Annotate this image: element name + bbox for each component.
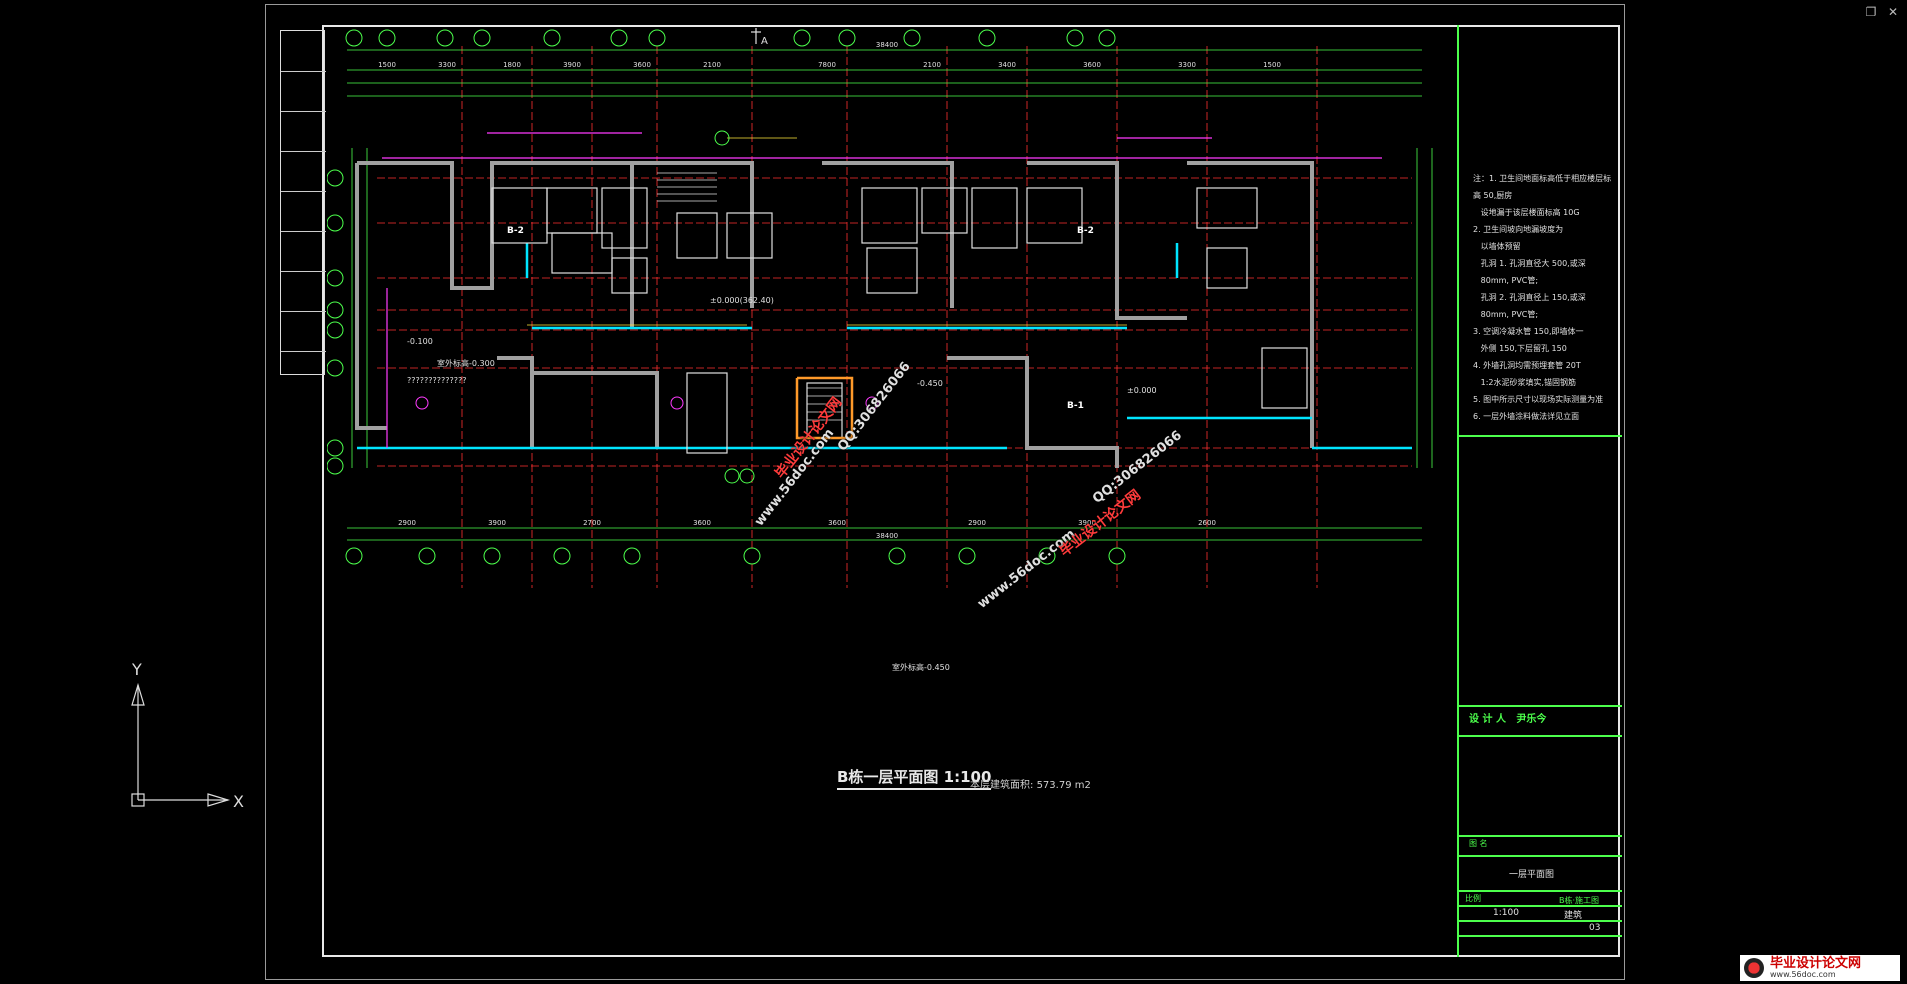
sheet-number: 03 (1589, 923, 1601, 933)
discipline: 建筑 (1564, 911, 1583, 921)
footer-watermark: 毕业设计论文网 www.56doc.com (1740, 955, 1900, 981)
designer-name: 尹乐今 (1516, 714, 1547, 725)
elev-neg300: 室外标高-0.300 (437, 358, 495, 368)
unit-label-b1: B-1 (1067, 401, 1084, 411)
elev-neg450: -0.450 (917, 379, 943, 388)
axis-grid-lines (377, 46, 1412, 588)
north-arrow: A (751, 28, 768, 47)
elev-neg450b: 室外标高-0.450 (892, 662, 950, 672)
svg-text:1500: 1500 (378, 61, 396, 69)
drawing-title: B栋一层平面图 1:100 (837, 766, 992, 790)
area-note: 本层建筑面积: 573.79 m2 (970, 776, 1091, 791)
svg-text:3400: 3400 (998, 61, 1016, 69)
yellow-dims (527, 137, 1127, 326)
drawing-name: 一层平面图 (1509, 870, 1555, 880)
designer-label: 设 计 人 (1469, 714, 1506, 725)
axis-bubbles-top (345, 29, 1116, 47)
window-lines (357, 243, 1412, 450)
svg-text:2900: 2900 (968, 519, 986, 527)
room-labels: B-2 B-2 B-1 (507, 226, 1094, 411)
elev-000-right: ±0.000 (1127, 386, 1157, 395)
svg-text:3600: 3600 (1083, 61, 1101, 69)
section-symbols (415, 130, 879, 484)
axis-bubbles-bottom (345, 547, 1126, 565)
svg-text:3900: 3900 (488, 519, 506, 527)
elevation-labels: ±0.000(362.40) -0.100 室外标高-0.300 -0.450 … (407, 296, 1157, 672)
svg-text:7800: 7800 (818, 61, 836, 69)
magenta-lines (382, 132, 1382, 448)
window-controls: ❐ ✕ (1865, 6, 1899, 18)
area-label: 本层建筑面积: (970, 780, 1034, 791)
ucs-y-label: Y (131, 660, 142, 679)
top-dimension-text: 38400 1500 3300 1800 3900 3600 2100 7800 2100… (378, 41, 1281, 540)
drawing-frame (322, 25, 1620, 957)
svg-text:2600: 2600 (1198, 519, 1216, 527)
unit-label-b2-left: B-2 (507, 226, 524, 236)
scale-label: 比例 (1465, 894, 1481, 903)
north-label: A (761, 36, 768, 47)
footer-watermark-url: www.56doc.com (1770, 970, 1836, 979)
elev-main: ±0.000(362.40) (710, 296, 774, 305)
elev-neg100: -0.100 (407, 337, 433, 346)
ucs-icon: Y X (131, 660, 244, 811)
close-icon[interactable]: ✕ (1887, 5, 1899, 19)
exterior-walls (355, 161, 1314, 468)
watermark-logo-icon (1744, 958, 1764, 978)
svg-text:3600: 3600 (633, 61, 651, 69)
total-dim-bottom: 38400 (876, 532, 898, 540)
design-notes: 注：1. 卫生间地面标高低于相应楼层标高 50,厨房 设地漏于该层楼面标高 10… (1473, 174, 1612, 421)
drawing-name-label: 图 名 (1469, 839, 1488, 848)
title-block: 注：1. 卫生间地面标高低于相应楼层标高 50,厨房 设地漏于该层楼面标高 10… (1457, 25, 1622, 957)
svg-text:1500: 1500 (1263, 61, 1281, 69)
scale-value: 1:100 (1493, 908, 1519, 918)
svg-text:2900: 2900 (398, 519, 416, 527)
svg-text:3600: 3600 (828, 519, 846, 527)
unit-label-b2-right: B-2 (1077, 226, 1094, 236)
left-stamp-table (280, 30, 326, 375)
svg-text:3900: 3900 (1078, 519, 1096, 527)
svg-text:3300: 3300 (1178, 61, 1196, 69)
restore-icon[interactable]: ❐ (1865, 5, 1877, 19)
ucs-x-label: X (233, 792, 244, 811)
svg-text:2100: 2100 (923, 61, 941, 69)
drawing-sheet (265, 4, 1625, 980)
svg-text:3300: 3300 (438, 61, 456, 69)
svg-text:3600: 3600 (693, 519, 711, 527)
svg-text:3900: 3900 (563, 61, 581, 69)
area-value: 573.79 m2 (1036, 780, 1091, 791)
designer-row: 设 计 人 尹乐今 (1469, 710, 1546, 725)
svg-text:2700: 2700 (583, 519, 601, 527)
project-name: B栋·施工图 (1559, 896, 1600, 905)
stair-outline (795, 376, 854, 440)
footer-watermark-name: 毕业设计论文网 (1770, 956, 1862, 971)
qmarks-label: ?????????????? (407, 376, 466, 385)
axis-bubbles-left (327, 169, 344, 475)
svg-text:2100: 2100 (703, 61, 721, 69)
svg-text:1800: 1800 (503, 61, 521, 69)
floor-plan: 38400 1500 3300 1800 3900 3600 2100 7800 2100… (327, 28, 1433, 672)
dimension-lines (347, 49, 1433, 541)
interior-partitions (491, 187, 1308, 454)
stair-hatching (657, 172, 842, 421)
total-dim-top: 38400 (876, 41, 898, 49)
